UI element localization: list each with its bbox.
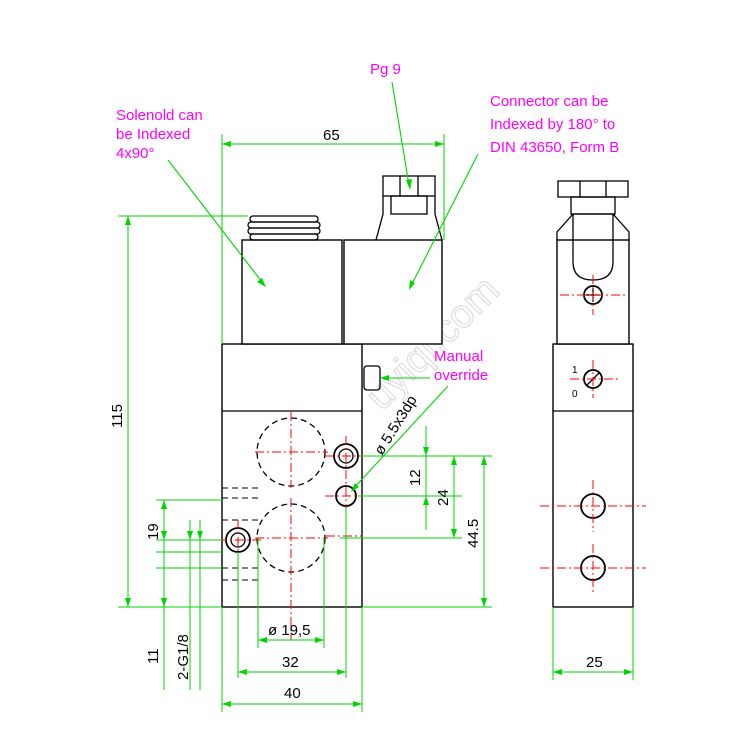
dim-115: 115 [109, 404, 126, 428]
pg-note: Pg 9 [370, 61, 401, 78]
dim-25: 25 [586, 654, 603, 671]
connector-neck [375, 196, 443, 241]
dim-44-5: 44.5 [465, 519, 482, 548]
dim-11: 11 [145, 648, 162, 664]
manual-note-line1: Manual [434, 348, 483, 365]
connector-note-line1: Connector can be [490, 93, 608, 110]
dim-24: 24 [435, 489, 452, 506]
solenoid-note-line3: 4x90° [116, 145, 155, 162]
front-view [218, 175, 443, 640]
dim-65: 65 [323, 127, 340, 144]
solenoid-note-line1: Solenold can [116, 107, 203, 124]
dim-19: 19 [145, 523, 162, 540]
side-view: 1 0 [540, 180, 646, 608]
dim-thread: 2-G1/8 [175, 634, 192, 680]
dim-bore: ø 19,5 [268, 622, 311, 639]
leader-lines [167, 81, 479, 492]
manual-note-line2: override [434, 367, 488, 384]
valve-body [221, 343, 363, 608]
solenoid-coil [241, 239, 343, 345]
connector-note-line2: Indexed by 180° to [490, 116, 615, 133]
dim-12: 12 [407, 469, 424, 486]
dim-40: 40 [284, 685, 301, 702]
switch-label-off: 0 [572, 389, 578, 400]
solenoid-note-line2: be Indexed [116, 126, 190, 143]
connector-housing [343, 239, 443, 345]
connector-note-line3: DIN 43650, Form B [490, 139, 619, 156]
dimension-lines [118, 134, 634, 712]
dim-32: 32 [282, 654, 299, 671]
connector-gland-bottom [390, 195, 428, 215]
switch-label-on: 1 [572, 365, 578, 376]
solenoid-nut [247, 215, 321, 241]
side-gland [557, 180, 629, 198]
notes: Pg 9 Solenold can be Indexed 4x90° Conne… [116, 61, 619, 384]
